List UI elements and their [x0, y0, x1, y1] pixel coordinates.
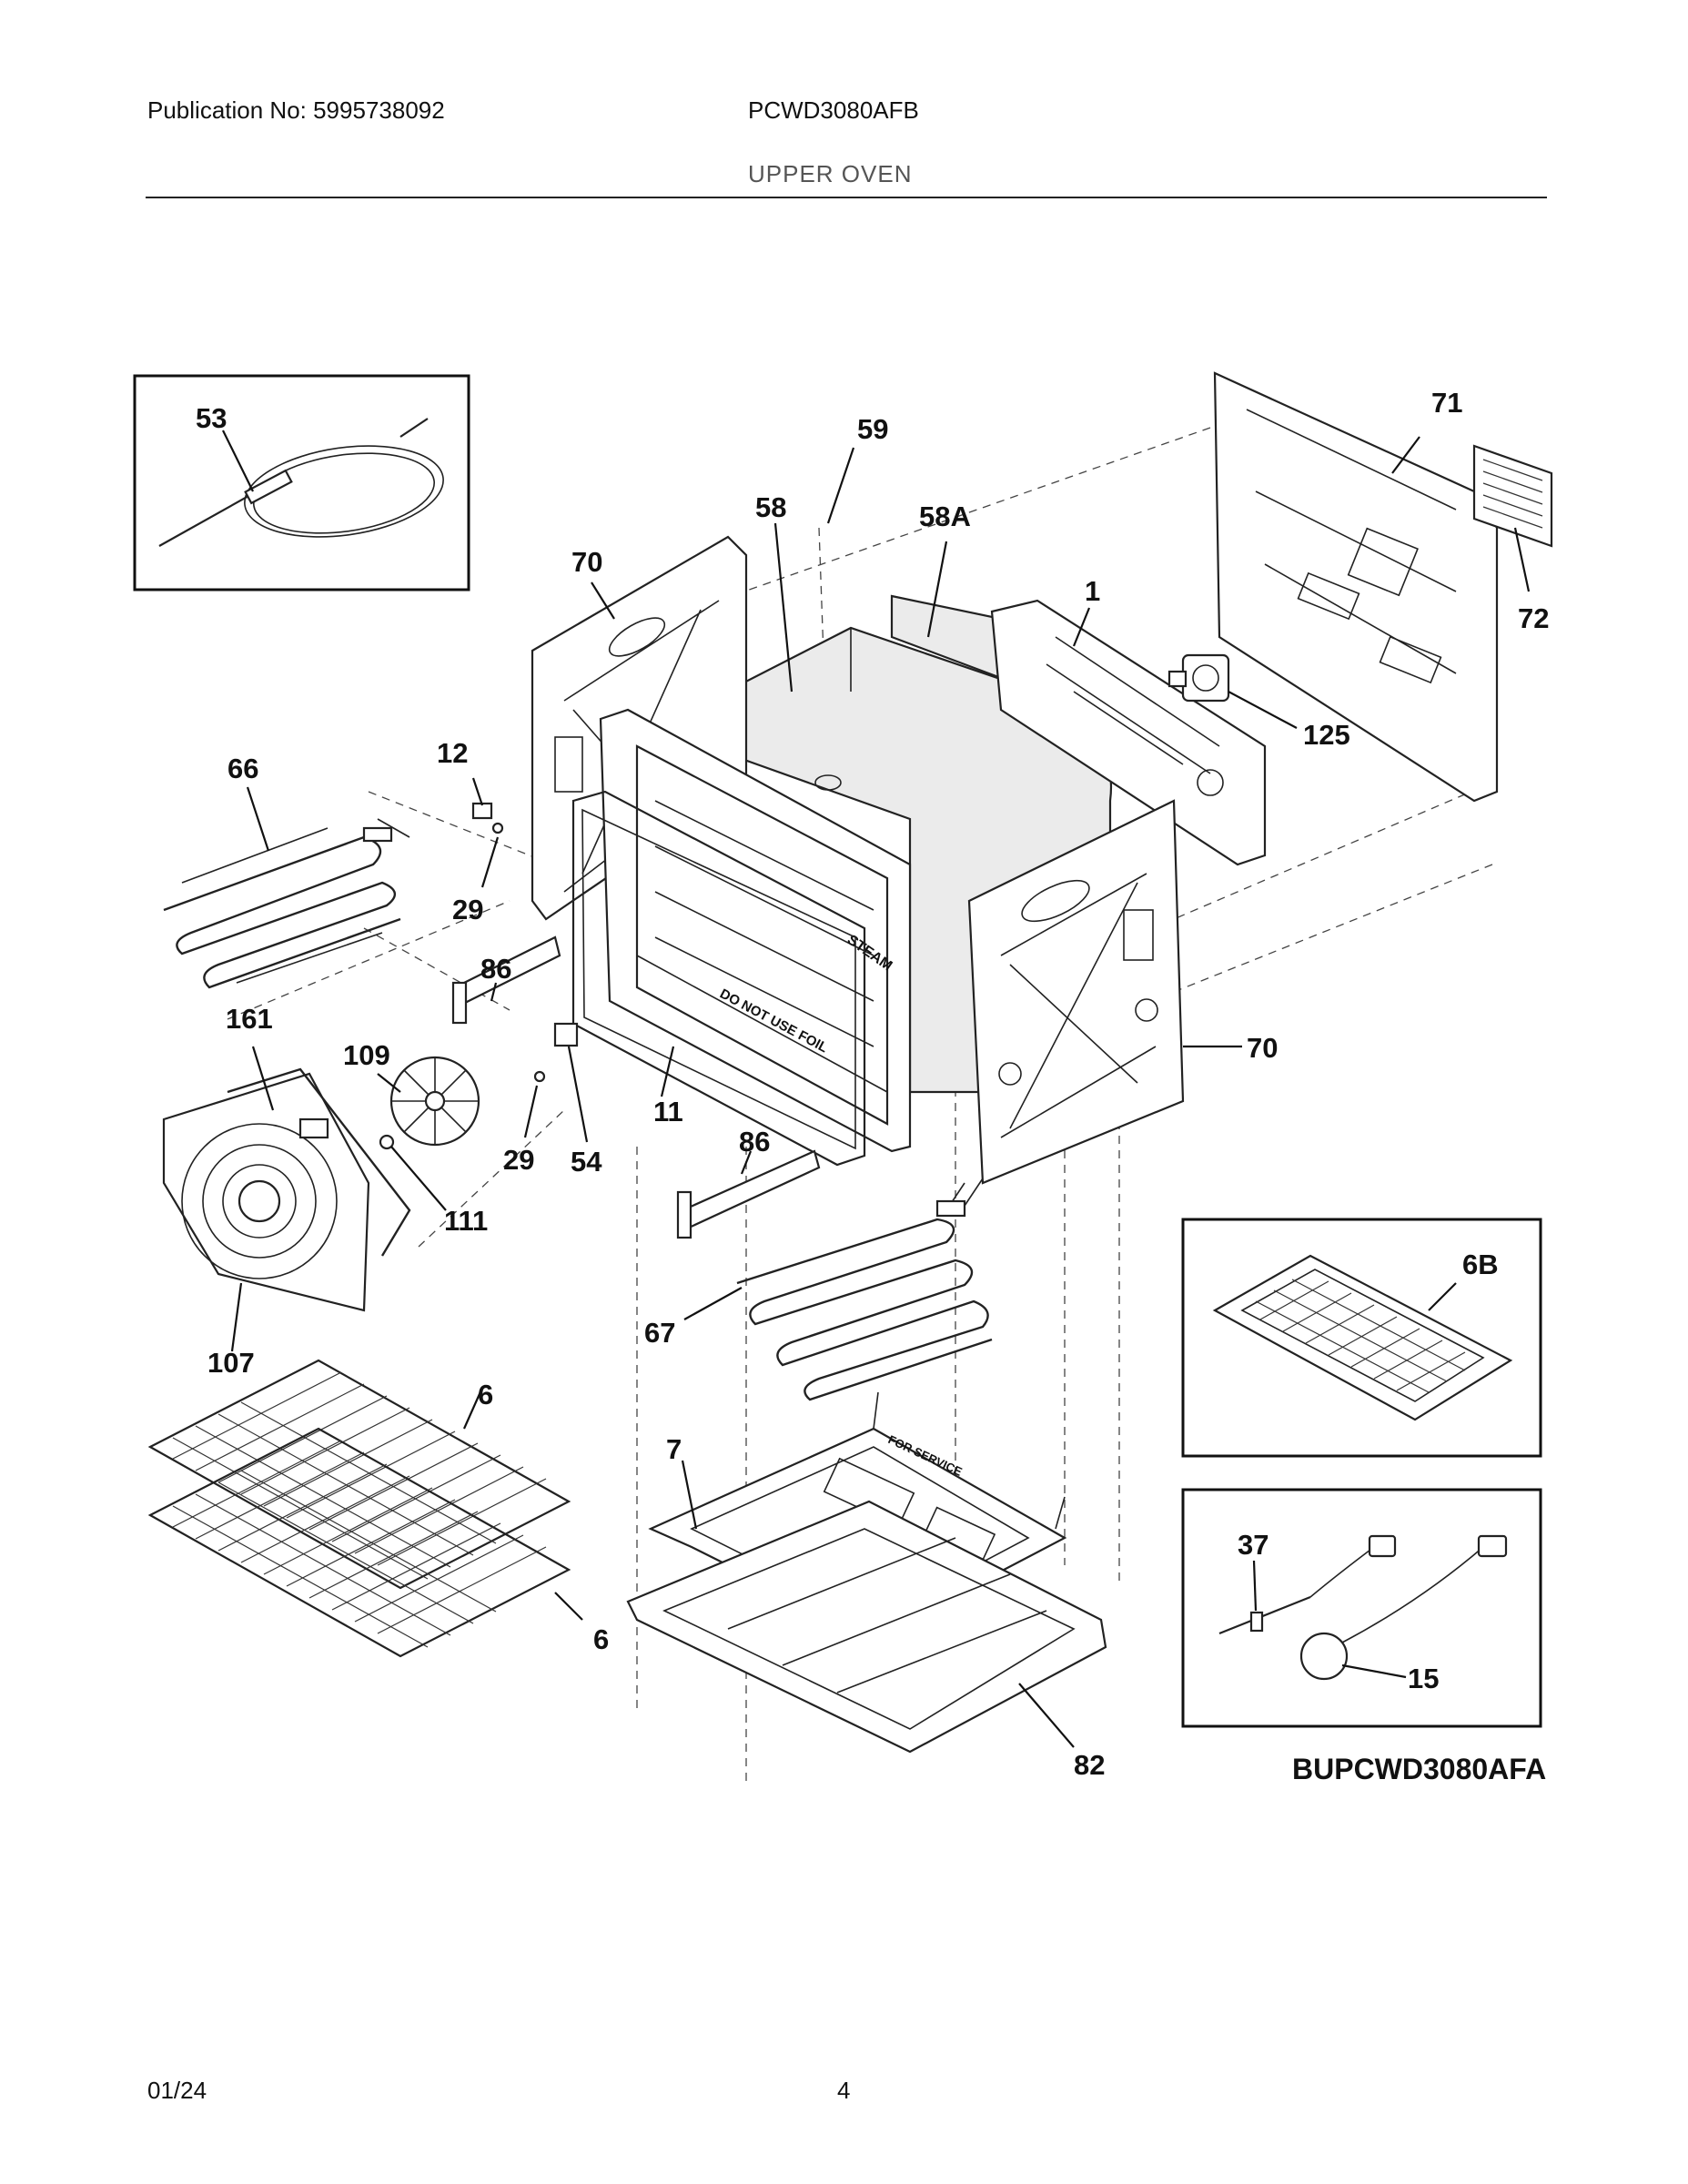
callout-6-lower: 6 — [593, 1623, 609, 1655]
small-hardware — [451, 802, 821, 1239]
callout-71: 71 — [1431, 387, 1462, 419]
assembly-guide-lines — [227, 427, 1493, 1784]
callout-82: 82 — [1074, 1749, 1105, 1781]
side-panel-right — [967, 799, 1185, 1185]
part-29a-shape — [491, 822, 504, 834]
callout-54: 54 — [571, 1146, 602, 1178]
callout-70-left: 70 — [571, 546, 602, 578]
callout-7: 7 — [666, 1433, 682, 1465]
footer-date: 01/24 — [147, 2077, 207, 2104]
oven-rack-lower — [147, 1427, 571, 1658]
header-rule — [146, 197, 1547, 198]
broil-element — [163, 818, 410, 989]
callout-12: 12 — [437, 737, 468, 769]
callout-109: 109 — [343, 1039, 390, 1071]
sensor-inset — [1181, 1488, 1542, 1728]
leader-lines — [230, 436, 1531, 1748]
part-86b-shape — [681, 1149, 821, 1230]
base-pan — [626, 1500, 1107, 1754]
convection-fan-cover — [162, 1067, 411, 1312]
callout-58A: 58A — [919, 500, 971, 532]
callout-11: 11 — [653, 1096, 683, 1127]
convection-fan-blade — [379, 1056, 480, 1150]
callout-107: 107 — [207, 1347, 255, 1379]
callout-67: 67 — [644, 1317, 675, 1349]
back-wall-panel — [990, 599, 1267, 866]
callout-6-upper: 6 — [478, 1379, 493, 1410]
callout-125: 125 — [1303, 719, 1350, 751]
callout-58: 58 — [755, 491, 786, 523]
broil-pan-inset — [1181, 1218, 1542, 1458]
callout-66: 66 — [227, 753, 258, 784]
callout-161: 161 — [226, 1003, 273, 1035]
part-54-shape — [553, 1022, 579, 1047]
callout-37: 37 — [1238, 1529, 1269, 1561]
callout-111: 111 — [444, 1205, 488, 1237]
diagram-code: BUPCWD3080AFA — [1292, 1753, 1546, 1785]
callout-72: 72 — [1518, 602, 1549, 634]
bake-element — [736, 1178, 993, 1401]
callout-86-lower: 86 — [739, 1126, 770, 1158]
oven-rack-upper — [147, 1359, 571, 1590]
callout-86-upper: 86 — [480, 953, 511, 985]
callout-15: 15 — [1408, 1663, 1439, 1694]
part-29b-shape — [533, 1070, 546, 1083]
section-title: UPPER OVEN — [748, 160, 913, 187]
callout-70-right: 70 — [1247, 1032, 1278, 1064]
convection-motor — [1167, 653, 1230, 703]
footer-page-number: 4 — [837, 2077, 851, 2104]
part-12-shape — [471, 802, 493, 820]
vent-grille — [1472, 444, 1553, 548]
callout-numbers: 53 59 58 58A 70 71 72 1 125 66 12 29 86 … — [196, 387, 1549, 1781]
callout-1: 1 — [1085, 575, 1100, 607]
rear-panel — [1213, 371, 1499, 803]
callout-29-upper: 29 — [452, 894, 483, 925]
meat-probe-inset — [133, 374, 470, 592]
callout-59: 59 — [857, 413, 888, 445]
callout-6B: 6B — [1462, 1249, 1499, 1280]
callout-53: 53 — [196, 402, 227, 434]
publication-number: Publication No: 5995738092 — [147, 96, 445, 124]
model-number: PCWD3080AFB — [748, 96, 919, 124]
callout-29-lower: 29 — [503, 1144, 534, 1176]
